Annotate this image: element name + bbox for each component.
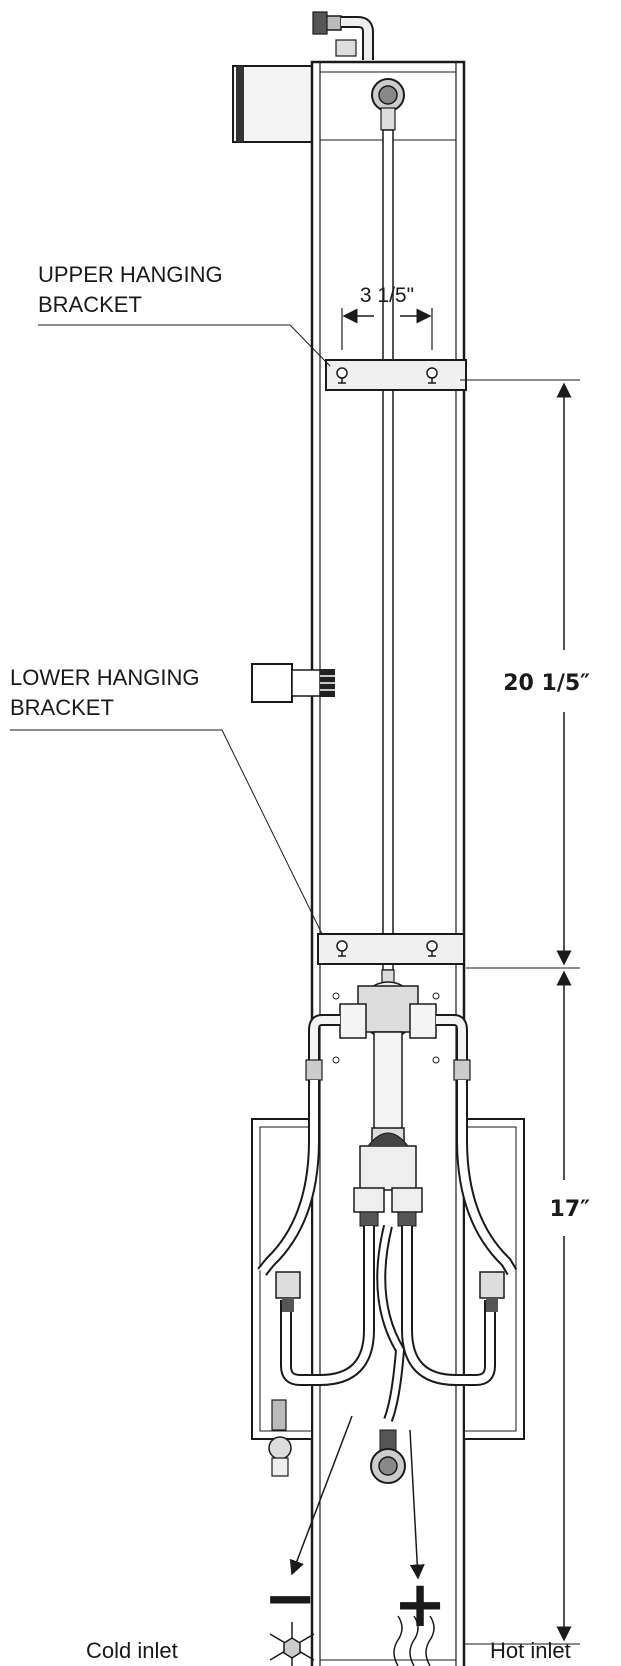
bottom-outlet-icon [370, 1429, 406, 1484]
lower-bracket-label-line1: LOWER HANGING [10, 665, 199, 690]
hot-inlet-label: Hot inlet [490, 1638, 571, 1663]
lower-bracket-callout: LOWER HANGING BRACKET [10, 665, 325, 939]
upper-bracket-label-line1: UPPER HANGING [38, 262, 223, 287]
wall-mount-icon [251, 663, 335, 703]
snowflake-icon [269, 1622, 315, 1666]
top-valve-icon [312, 11, 374, 60]
lower-hanging-bracket [317, 933, 465, 965]
minus-sign: − [263, 1562, 317, 1636]
upper-side-block [232, 65, 314, 143]
lower-height-label: 17″ [550, 1197, 591, 1222]
bracket-spacing-label: 3 1/5" [360, 284, 414, 307]
upper-bracket-label-line2: BRACKET [38, 292, 142, 317]
bracket-spacing-dimension: 3 1/5" [341, 284, 433, 350]
hoses [257, 1080, 518, 1422]
bracket-to-bracket-label: 20 1/5″ [503, 671, 590, 696]
height-dimensions: 20 1/5″ 17″ [460, 379, 591, 1645]
bottom-left-fitting-icon [268, 1399, 292, 1477]
upper-bracket-callout: UPPER HANGING BRACKET [38, 262, 331, 367]
cold-inlet-label: Cold inlet [86, 1638, 178, 1663]
upper-hanging-bracket [325, 359, 467, 391]
lower-bracket-label-line2: BRACKET [10, 695, 114, 720]
central-hose [382, 129, 394, 971]
mixing-valve-icon [305, 969, 471, 1227]
inlet-arrows [289, 1415, 425, 1580]
heat-waves-icon [393, 1615, 435, 1666]
